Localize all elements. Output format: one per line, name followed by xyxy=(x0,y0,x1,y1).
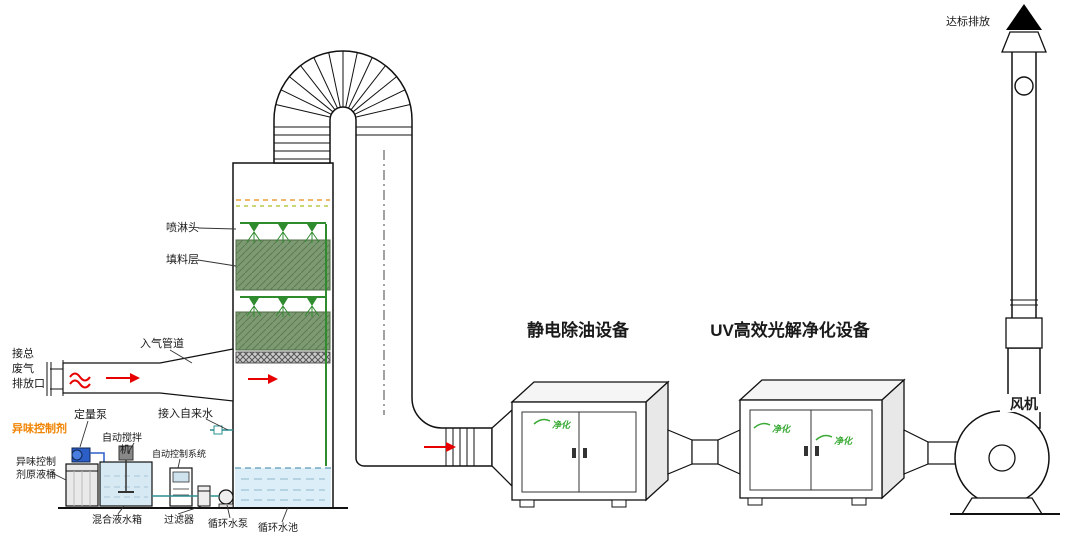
u-duct-body xyxy=(273,50,493,467)
filter-device xyxy=(197,485,211,507)
control-cabinet xyxy=(169,467,193,507)
main-inlet-label-1: 接总 xyxy=(12,346,34,360)
stack-damper xyxy=(1014,76,1034,96)
fan-unit: 风机 xyxy=(950,347,1060,515)
uv-top-face xyxy=(738,379,906,401)
odor-agent-label: 异味控制剂 xyxy=(12,421,67,435)
main-inlet-label-2: 废气 xyxy=(12,361,34,375)
packing-layer-1 xyxy=(235,239,331,291)
pool-water-lines xyxy=(241,478,325,501)
inlet-assembly xyxy=(46,348,234,402)
tower-flow-arrow xyxy=(248,374,278,384)
gas-wave-symbol xyxy=(69,372,91,389)
metering-pump-label: 定量泵 xyxy=(74,407,107,421)
esp-logo-swoosh xyxy=(533,418,551,425)
agent-barrel xyxy=(65,463,99,507)
duct-flow-arrow xyxy=(424,442,456,452)
agent-barrel-label-1: 异味控制 xyxy=(16,455,56,468)
esp-top-face xyxy=(510,381,670,403)
column-corrugation xyxy=(356,126,475,466)
inlet-duct-shape xyxy=(62,348,234,402)
dosing-system xyxy=(58,425,348,509)
tap-water-label: 接入自来水 xyxy=(158,407,213,420)
stack-cap xyxy=(1001,31,1047,53)
uv-unit: 净化 净化 UV高效光解净化设备 xyxy=(710,320,906,506)
u-duct xyxy=(273,50,493,467)
stack-emission-arrow xyxy=(1006,4,1042,30)
esp-door-handle-right xyxy=(583,448,587,458)
uv-foot-left xyxy=(747,497,763,506)
circulating-pump-device xyxy=(218,489,234,509)
mixing-tank-label: 混合液水箱 xyxy=(92,513,142,526)
uv-brand-logo-2: 净化 xyxy=(834,436,854,446)
auto-control-label: 自动控制系统 xyxy=(152,448,206,459)
spray-head-label: 喷淋头 xyxy=(166,221,199,234)
spray-tower xyxy=(232,162,334,509)
auto-mixer xyxy=(118,445,134,493)
arc-corrugation xyxy=(275,51,411,118)
spray-row-1 xyxy=(240,222,326,243)
riser-corrugation xyxy=(274,126,330,160)
uv-logo-swoosh-1 xyxy=(753,422,771,429)
packing-layer-label: 填料层 xyxy=(166,252,199,266)
filter-label: 过滤器 xyxy=(164,513,194,526)
uv-logo-swoosh-2 xyxy=(815,434,833,441)
esp-brand-logo: 净化 xyxy=(552,420,572,430)
support-grid xyxy=(235,351,331,364)
fan-label-bg xyxy=(1000,394,1048,412)
uv-fan-connector xyxy=(903,429,959,475)
leader-lines xyxy=(49,227,289,523)
tap-water-pipe xyxy=(210,425,233,435)
auto-mixer-label-2: 机 xyxy=(120,443,130,456)
spray-row-2 xyxy=(240,296,326,317)
circulating-pool-label: 循环水池 xyxy=(258,521,298,534)
esp-title: 静电除油设备 xyxy=(527,320,630,340)
uv-foot-right xyxy=(851,497,867,506)
fan-label: 风机 xyxy=(1010,396,1038,412)
circulating-pump-label: 循环水泵 xyxy=(208,517,248,530)
main-inlet-label-3: 排放口 xyxy=(12,376,45,390)
esp-unit: 净化 静电除油设备 xyxy=(491,320,670,508)
agent-barrel-label-2: 剂原液桶 xyxy=(16,468,56,481)
pool-water xyxy=(235,468,331,507)
esp-door-handle-left xyxy=(572,448,576,458)
uv-title: UV高效光解净化设备 xyxy=(710,320,871,340)
esp-foot-left xyxy=(519,499,535,508)
esp-uv-connector xyxy=(667,429,741,475)
labels: 喷淋头 填料层 入气管道 接总 废气 排放口 定量泵 异味控制剂 异味控制 剂原… xyxy=(12,221,298,534)
fan-hub xyxy=(988,444,1016,472)
exhaust-stack: 达标排放 xyxy=(946,4,1047,349)
fan-base xyxy=(960,497,1044,515)
packing-layer-2 xyxy=(235,311,331,351)
esp-foot-right xyxy=(611,499,627,508)
uv-door-handle-right xyxy=(815,446,819,456)
inlet-duct-label: 入气管道 xyxy=(140,336,184,350)
stack-emission-label: 达标排放 xyxy=(946,14,990,28)
uv-door-handle-left xyxy=(804,446,808,456)
inlet-flow-arrow xyxy=(106,373,140,383)
uv-brand-logo-1: 净化 xyxy=(772,424,792,434)
esp-side-face xyxy=(645,380,669,502)
metering-pump xyxy=(71,447,105,463)
uv-side-face xyxy=(881,378,905,500)
esp-inlet-cone xyxy=(491,408,513,488)
stack-bell xyxy=(1005,317,1043,349)
auto-mixer-label-1: 自动搅拌 xyxy=(102,431,142,444)
